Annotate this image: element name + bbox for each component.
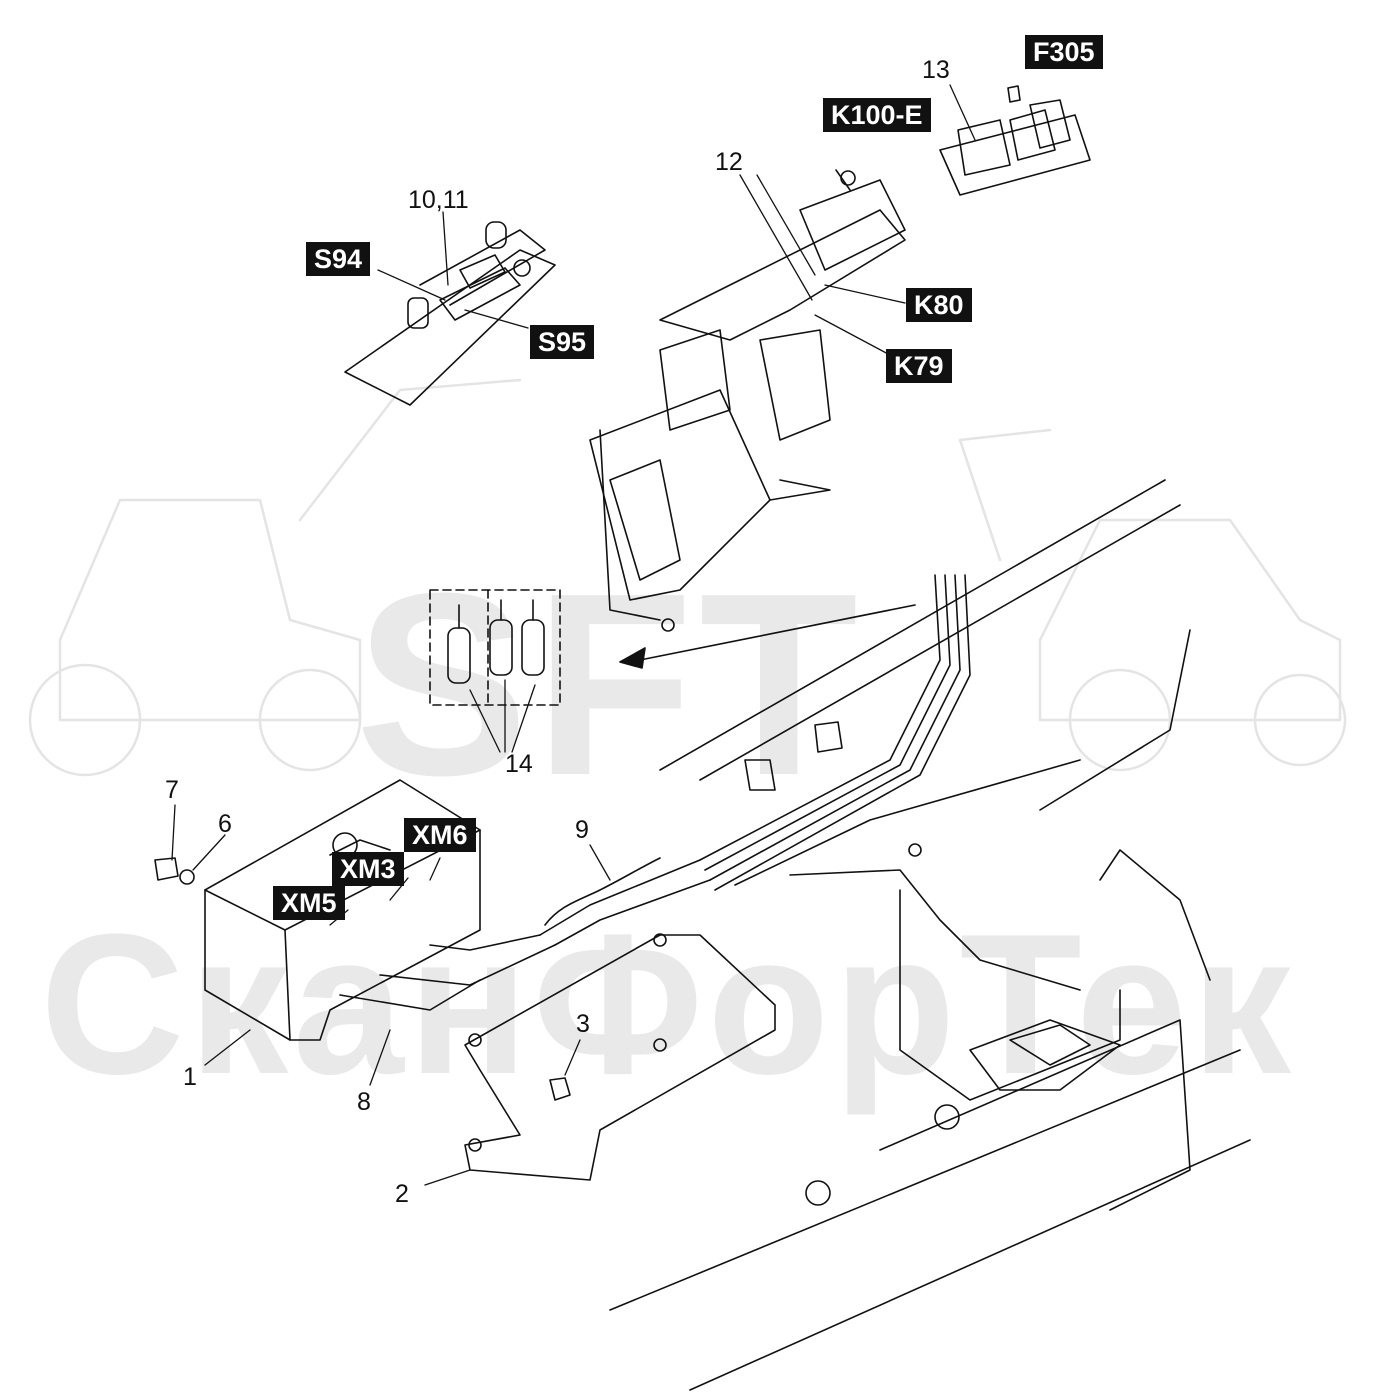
tag-f305: F305 xyxy=(1025,35,1103,69)
watermark-tractor-left xyxy=(28,378,522,777)
callout-6: 6 xyxy=(218,810,232,838)
callout-13: 13 xyxy=(922,56,950,84)
tag-k80: K80 xyxy=(906,288,972,322)
tag-k79: K79 xyxy=(886,349,952,383)
callout-10-11: 10,11 xyxy=(408,186,469,214)
mounting-bracket xyxy=(154,857,776,1181)
callout-8: 8 xyxy=(357,1088,371,1116)
tag-k100e: K100-E xyxy=(823,98,931,132)
callout-3: 3 xyxy=(576,1010,590,1038)
watermark-tractor-right xyxy=(958,428,1347,772)
leader-lines xyxy=(171,84,976,1186)
battery-box xyxy=(204,779,481,1041)
tag-xm3: XM3 xyxy=(332,852,404,886)
callout-14: 14 xyxy=(505,750,533,778)
detail-pointer-line xyxy=(639,604,916,661)
control-unit xyxy=(589,169,906,632)
chassis-lower xyxy=(609,759,1251,1391)
switch-panel xyxy=(344,221,556,406)
fuse-box xyxy=(939,85,1091,196)
watermark-logo: SFT xyxy=(355,540,865,830)
callout-9: 9 xyxy=(575,816,589,844)
tag-xm6: XM6 xyxy=(404,818,476,852)
callout-7: 7 xyxy=(165,776,179,804)
tag-s94: S94 xyxy=(306,242,371,276)
callout-1: 1 xyxy=(183,1063,197,1091)
tag-xm5: XM5 xyxy=(273,886,345,920)
frame-rail-upper xyxy=(659,479,1191,811)
connector-detail xyxy=(429,589,561,706)
callout-12: 12 xyxy=(715,148,743,176)
wire-loom xyxy=(339,574,971,1011)
detail-arrowhead xyxy=(619,647,646,669)
callout-2: 2 xyxy=(395,1180,409,1208)
tag-s95: S95 xyxy=(530,325,595,359)
